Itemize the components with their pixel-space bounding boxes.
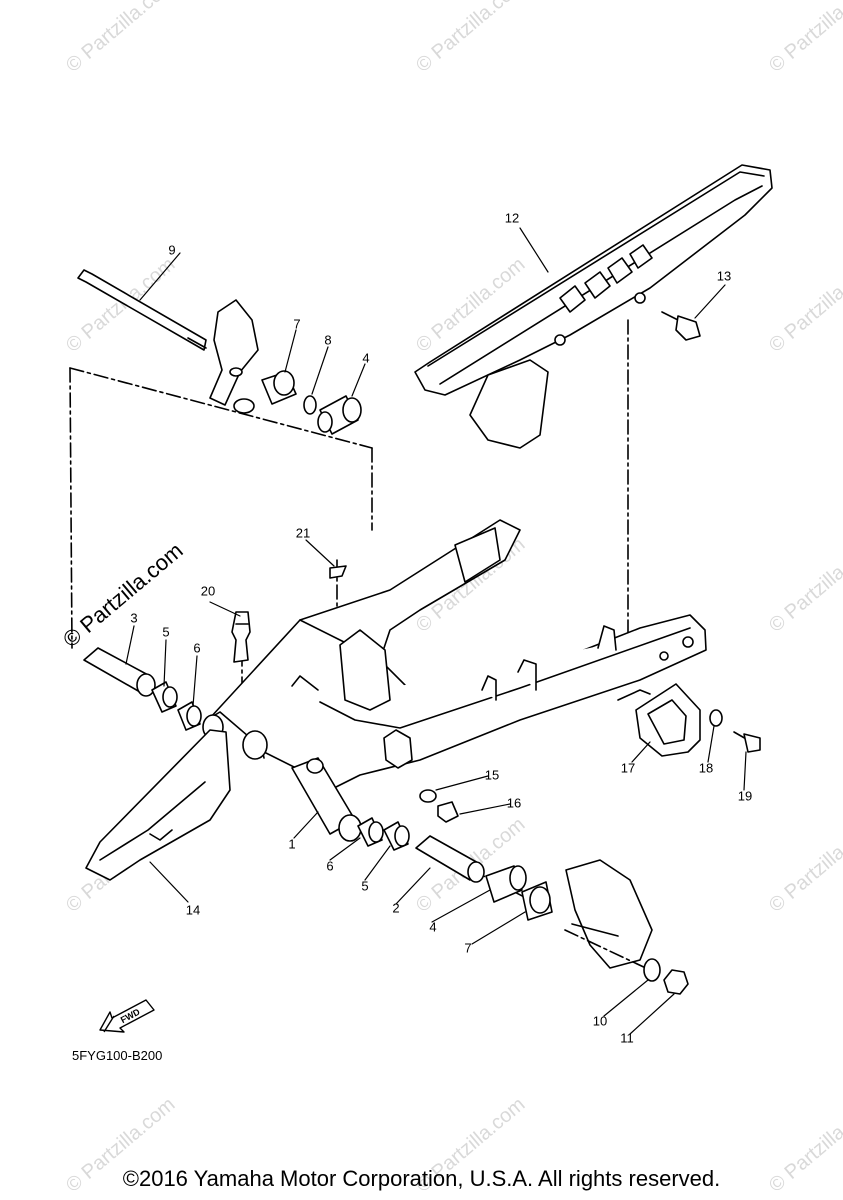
washer-18-part xyxy=(709,709,723,727)
callout-11: 11 xyxy=(620,1030,634,1046)
callout-2: 2 xyxy=(392,900,400,916)
diagram-code: 5FYG100-B200 xyxy=(72,1048,163,1063)
pivot-shaft-part xyxy=(77,269,207,351)
bushing-5-left-part xyxy=(151,681,178,713)
copyright-footer: ©2016 Yamaha Motor Corporation, U.S.A. A… xyxy=(122,1166,721,1191)
nut-11-part xyxy=(663,969,689,995)
callout-1: 1 xyxy=(288,836,296,852)
washer-15-part xyxy=(419,789,437,803)
callout-9: 9 xyxy=(168,242,176,258)
pivot-tube-lower xyxy=(291,757,362,842)
callout-15: 15 xyxy=(484,767,500,783)
callout-5-right: 5 xyxy=(361,878,369,894)
bolt-16-part xyxy=(437,801,459,823)
callout-4-top: 4 xyxy=(362,350,370,366)
callout-13: 13 xyxy=(716,268,732,284)
collar-3-part xyxy=(83,647,156,697)
callout-14: 14 xyxy=(185,902,201,918)
collar-4-top-part xyxy=(317,395,362,435)
washer-8-part xyxy=(303,395,317,415)
callout-6-left: 6 xyxy=(193,640,201,656)
swingarm-part xyxy=(209,519,707,791)
callout-12: 12 xyxy=(504,210,520,226)
collar-4-lower-part xyxy=(485,865,527,903)
callout-10: 10 xyxy=(592,1013,608,1029)
callout-7-lower: 7 xyxy=(464,940,472,956)
chain-cover-part xyxy=(414,164,773,449)
bushing-5-right-part xyxy=(383,821,410,851)
collar-2-part xyxy=(415,835,485,883)
callout-3: 3 xyxy=(130,610,138,626)
bushing-6-left-part xyxy=(177,701,202,731)
callout-20: 20 xyxy=(200,583,216,599)
bushing-6-right-part xyxy=(357,817,384,847)
bushing-7-top-part xyxy=(261,370,297,405)
chain-slider-part xyxy=(85,729,231,881)
washer-10-part xyxy=(643,958,661,982)
bolt-19-part xyxy=(733,731,761,753)
callout-16: 16 xyxy=(506,795,522,811)
chain-guard-part xyxy=(617,683,701,757)
fwd-arrow-icon: FWD xyxy=(99,999,155,1033)
bushing-7-lower-part xyxy=(521,881,553,921)
callout-7-top: 7 xyxy=(293,316,301,332)
callout-21: 21 xyxy=(295,525,311,541)
callout-8: 8 xyxy=(324,332,332,348)
grease-nipple-part xyxy=(231,611,251,663)
callout-5-left: 5 xyxy=(162,624,170,640)
bolt-13-part xyxy=(661,311,701,341)
label-21-part xyxy=(329,565,347,579)
callout-6-right: 6 xyxy=(326,858,334,874)
callout-18: 18 xyxy=(698,760,714,776)
callout-19: 19 xyxy=(737,788,753,804)
callout-17: 17 xyxy=(620,760,636,776)
callout-4-lower: 4 xyxy=(429,919,437,935)
